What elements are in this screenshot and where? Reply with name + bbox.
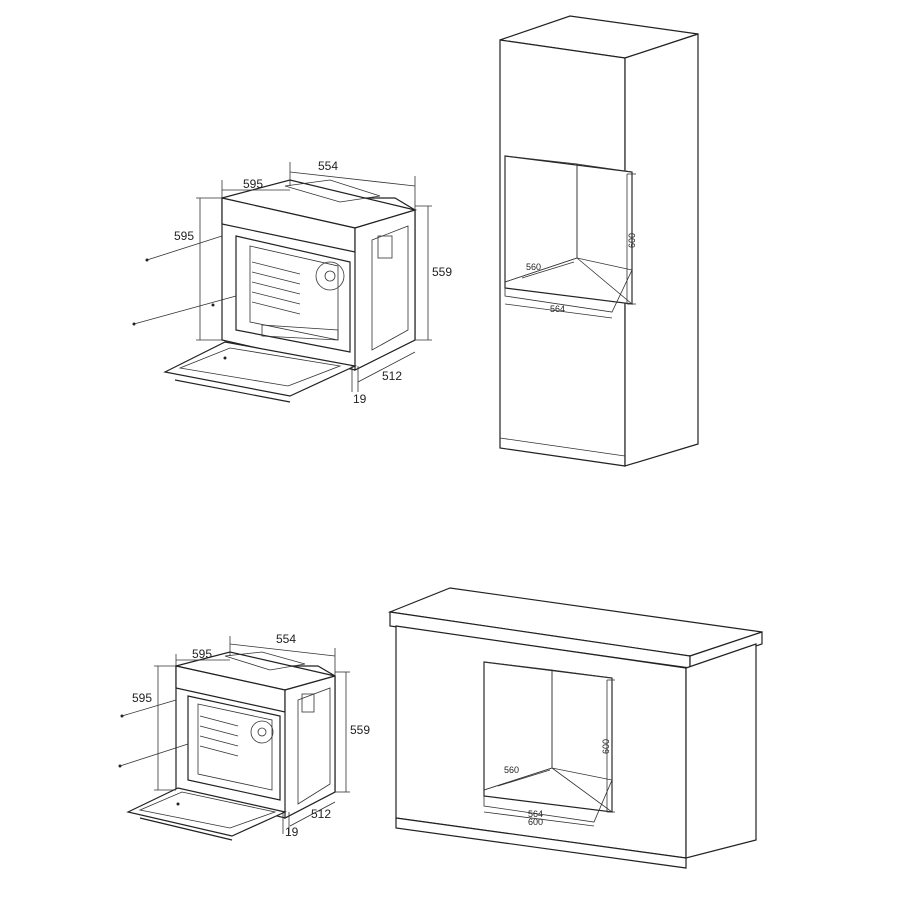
- tall-cabinet-side: [624, 33, 699, 467]
- oven-top-racks: [251, 261, 301, 315]
- oven-bottom-fan: [250, 720, 274, 744]
- base-cabinet-niche-floor: [483, 767, 613, 823]
- oven-top-marker-3: [211, 303, 215, 307]
- tall-cabinet-niche-floor: [504, 257, 633, 313]
- oven-bottom-side-height-label: 559: [350, 723, 370, 737]
- oven-top-door-label: 19: [353, 392, 367, 406]
- tall-cabinet-front-width-label: 564: [550, 304, 565, 314]
- oven-top-door: [163, 341, 357, 397]
- oven-bottom-marker-3: [176, 802, 180, 806]
- base-cabinet-front-width-label: 564: [528, 809, 543, 819]
- base-cabinet-plinth: [395, 817, 687, 869]
- tall-cabinet-height-label: 600: [627, 233, 637, 248]
- base-cabinet-cabinet-width-label: 600: [528, 817, 543, 827]
- oven-bottom-depth-label: 554: [276, 632, 296, 646]
- tall-cabinet-rear-width-label: 560: [526, 262, 541, 272]
- oven-bottom-cavity-back: [197, 703, 273, 791]
- oven-bottom-vent: [224, 651, 306, 671]
- tall-cabinet: [499, 15, 699, 467]
- oven-bottom-door-handle: [139, 817, 233, 841]
- base-cabinet-side: [685, 643, 757, 859]
- oven-top-door-handle: [174, 379, 291, 403]
- tall-cabinet-niche: [504, 155, 633, 305]
- oven-top-marker-4: [223, 356, 227, 360]
- oven-top-width-label: 595: [243, 177, 263, 191]
- oven-top-depth-label: 554: [318, 159, 338, 173]
- oven-bottom-side-inner: [297, 687, 331, 805]
- oven-top-vent: [284, 179, 381, 203]
- base-cabinet-height-label: 600: [601, 739, 611, 754]
- oven-bottom-height-label: 595: [132, 691, 152, 705]
- oven-bottom: [118, 651, 336, 841]
- oven-bottom-width-label: 595: [192, 647, 212, 661]
- oven-top-side-vent: [377, 235, 393, 259]
- oven-top-side-panel: [354, 209, 416, 371]
- oven-bottom-door-glass: [138, 791, 277, 829]
- oven-bottom-dimensions: [154, 636, 350, 834]
- oven-top-tray: [261, 324, 339, 341]
- oven-top-inner-depth-label: 512: [382, 369, 402, 383]
- oven-bottom-side-vent: [301, 693, 315, 713]
- oven-top-side-inner: [371, 225, 409, 351]
- base-cabinet-niche: [483, 661, 613, 813]
- oven-top-fan: [315, 261, 345, 291]
- base-cabinet: [387, 587, 763, 869]
- oven-top-dimensions: [196, 162, 432, 392]
- oven-bottom-inner-depth-label: 512: [311, 807, 331, 821]
- base-cabinet-rear-width-label: 560: [504, 765, 519, 775]
- oven-top-height-label: 595: [174, 229, 194, 243]
- oven-bottom-door: [126, 787, 287, 837]
- oven-top-door-glass: [178, 347, 342, 387]
- oven-bottom-door-label: 19: [285, 825, 299, 839]
- oven-top: [132, 179, 418, 403]
- oven-top-side-height-label: 559: [432, 265, 452, 279]
- oven-bottom-racks: [199, 715, 239, 757]
- base-cabinet-countertop-side: [689, 631, 763, 669]
